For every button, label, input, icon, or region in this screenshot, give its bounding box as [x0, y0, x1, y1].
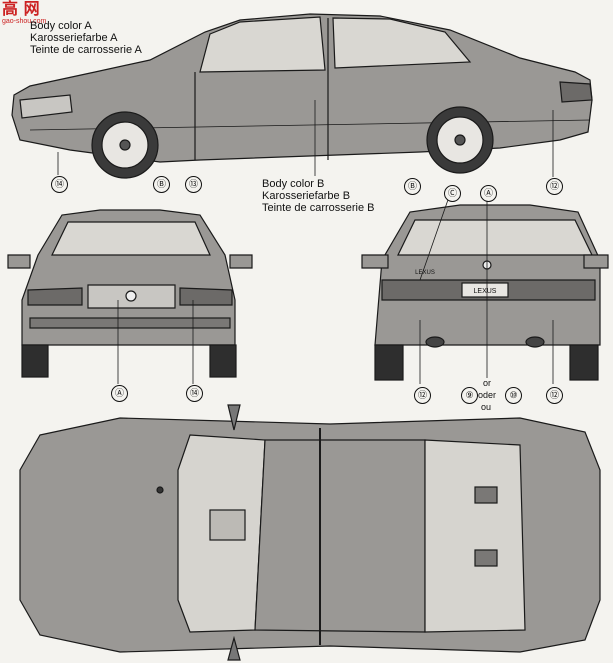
side-view [11, 13, 593, 179]
callout-front-14: ⑭ [186, 385, 203, 402]
body-color-a-label: Body color A Karosseriefarbe A Teinte de… [30, 20, 142, 56]
callout-rear-12-right: ⑫ [546, 387, 563, 404]
callout-rear-c: Ⓒ [444, 185, 461, 202]
or-label-en: or [483, 378, 492, 388]
callout-side-b-front: Ⓑ [153, 176, 170, 193]
callout-side-12: ⑫ [546, 178, 563, 195]
or-label-de: oder [478, 390, 497, 400]
callout-rear-a: Ⓐ [480, 185, 497, 202]
body-a-en: Body color A [30, 20, 92, 32]
callout-rear-12-left: ⑫ [414, 387, 431, 404]
callout-rear-10: ⑩ [505, 387, 522, 404]
body-b-en: Body color B [262, 178, 325, 190]
watermark-url: gao-shou.com [2, 18, 47, 25]
or-label-fr: ou [481, 402, 492, 412]
callout-side-13: ⑬ [185, 176, 202, 193]
callout-side-b-rear: Ⓑ [404, 178, 421, 195]
callout-rear-9: ⑨ [461, 387, 478, 404]
body-a-fr: Teinte de carrosserie A [30, 44, 142, 56]
callout-side-14: ⑭ [51, 176, 68, 193]
body-color-b-label: Body color B Karosseriefarbe B Teinte de… [262, 178, 375, 214]
body-b-fr: Teinte de carrosserie B [262, 202, 375, 214]
body-b-de: Karosseriefarbe B [262, 190, 351, 202]
front-view [7, 209, 253, 384]
trunk-badge: LEXUS [415, 270, 435, 276]
callout-front-a: Ⓐ [111, 385, 128, 402]
watermark-logo: 高 网 [2, 0, 40, 18]
body-a-de: Karosseriefarbe A [30, 32, 118, 44]
top-view [19, 404, 601, 661]
rear-emblem: LEXUS [474, 288, 497, 295]
rear-view: LEXUS LEXUS [361, 193, 609, 384]
site-watermark: 高 网 gao-shou.com [2, 0, 46, 26]
